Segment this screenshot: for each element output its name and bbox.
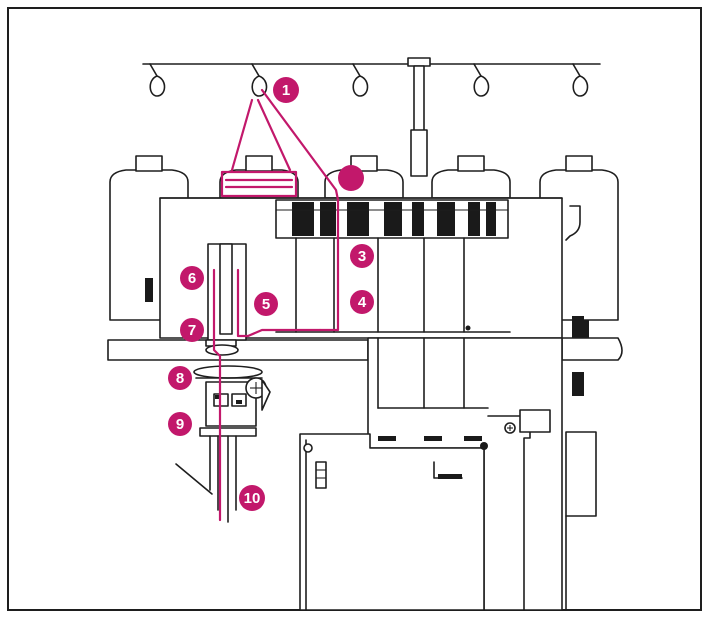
right-base-plate xyxy=(562,338,622,360)
thread-cone-4 xyxy=(432,156,510,198)
step-number-9: 9 xyxy=(176,416,184,433)
thread-guide-hook-4 xyxy=(474,64,489,96)
step-label-1: 1 xyxy=(273,77,299,103)
thread-guide-hook-1 xyxy=(150,64,165,96)
step-label-3: 3 xyxy=(350,244,374,268)
needle-clamp-disc xyxy=(194,366,262,378)
stand-cap xyxy=(408,58,430,66)
tension-dial-1 xyxy=(292,202,314,236)
step-label-5: 5 xyxy=(254,292,278,316)
cone-spindle xyxy=(145,278,153,302)
side-knob-upper xyxy=(572,316,584,338)
step-number-1: 1 xyxy=(282,82,290,99)
step-label-4: 4 xyxy=(350,290,374,314)
step-label-8: 8 xyxy=(168,366,192,390)
tension-dial-4 xyxy=(384,202,402,236)
step-number-7: 7 xyxy=(188,322,196,339)
tension-dial-8 xyxy=(486,202,496,236)
step-number-8: 8 xyxy=(176,370,184,387)
step-label-9: 9 xyxy=(168,412,192,436)
stand-pole-lower xyxy=(411,130,427,176)
thread-guide-disc xyxy=(206,345,238,355)
step-number-6: 6 xyxy=(188,270,196,287)
thread-guide-hooks xyxy=(150,64,588,96)
step-number-10: 10 xyxy=(244,490,261,507)
tension-dial-3 xyxy=(347,202,369,236)
tension-dial-5 xyxy=(412,202,424,236)
step-label-7: 7 xyxy=(180,318,204,342)
tension-dials xyxy=(276,200,508,238)
step-number-3: 3 xyxy=(358,248,366,265)
step-number-5: 5 xyxy=(262,296,270,313)
side-panel xyxy=(566,432,596,516)
thread-guide-hook-3 xyxy=(353,64,368,96)
tension-dial-2 xyxy=(320,202,336,236)
tension-dial-7 xyxy=(468,202,480,236)
side-knob-lower xyxy=(572,372,584,396)
tension-dial-6 xyxy=(437,202,455,236)
thread-guide-hook-5 xyxy=(573,64,588,96)
step-marker-2 xyxy=(338,165,364,191)
thread-guide-hook-2 xyxy=(252,64,267,96)
step-label-2 xyxy=(338,165,364,191)
step-number-4: 4 xyxy=(358,294,367,311)
step-label-10: 10 xyxy=(239,485,265,511)
step-label-6: 6 xyxy=(180,266,204,290)
